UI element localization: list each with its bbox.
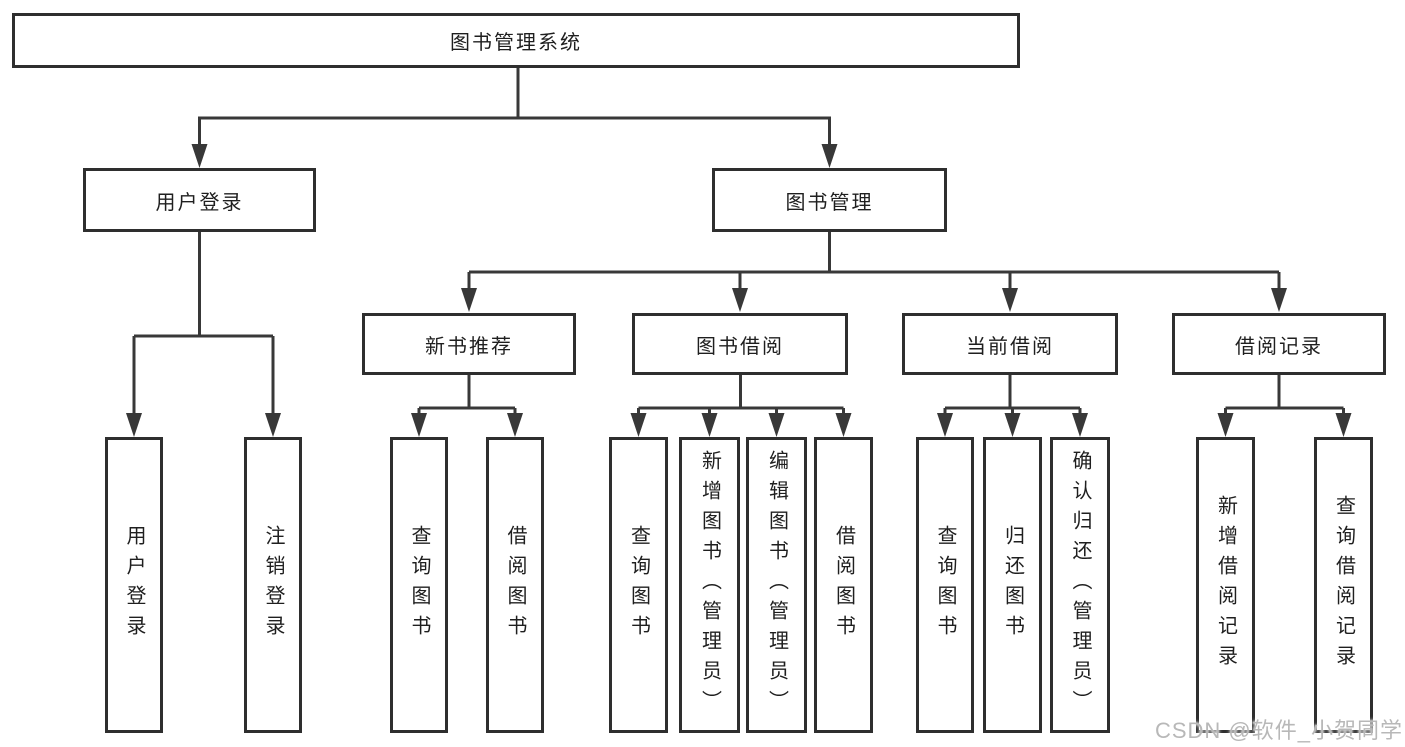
connector-borrow-records-branch <box>1217 375 1352 437</box>
leaf-borrow-books-recommend-label: 借阅图书 <box>504 525 526 645</box>
leaf-return-books-label: 归还图书 <box>1001 525 1024 645</box>
leaf-user-login-label: 用户登录 <box>123 525 145 645</box>
node-borrow-records-label: 借阅记录 <box>1235 335 1323 358</box>
leaf-add-borrow-record: 新增借阅记录 <box>1196 437 1255 733</box>
leaf-query-borrow-record-label: 查询借阅记录 <box>1332 495 1355 675</box>
leaf-user-login: 用户登录 <box>105 437 163 733</box>
leaf-query-books-borrow-label: 查询图书 <box>627 525 650 645</box>
node-new-book-recommend: 新书推荐 <box>362 313 576 375</box>
node-current-borrow: 当前借阅 <box>902 313 1118 375</box>
connector-user-login-branch <box>126 232 281 437</box>
node-book-management-label: 图书管理 <box>785 191 874 214</box>
leaf-logout-label: 注销登录 <box>262 525 284 645</box>
connector-current-borrow-branch <box>937 375 1088 437</box>
leaf-add-book-admin: 新增图书（管理员） <box>679 437 740 733</box>
leaf-confirm-return-admin: 确认归还（管理员） <box>1050 437 1110 733</box>
leaf-add-borrow-record-label: 新增借阅记录 <box>1214 495 1237 675</box>
connector-book-borrow-branch <box>630 375 852 437</box>
leaf-edit-book-admin-label: 编辑图书（管理员） <box>765 450 788 720</box>
leaf-query-books-recommend: 查询图书 <box>390 437 448 733</box>
node-current-borrow-label: 当前借阅 <box>966 335 1054 358</box>
leaf-add-book-admin-label: 新增图书（管理员） <box>698 450 721 720</box>
node-book-borrow: 图书借阅 <box>632 313 848 375</box>
leaf-return-books: 归还图书 <box>983 437 1042 733</box>
leaf-query-books-borrow: 查询图书 <box>609 437 668 733</box>
node-root: 图书管理系统 <box>12 13 1020 68</box>
node-new-book-recommend-label: 新书推荐 <box>425 335 513 358</box>
leaf-borrow-books-label: 借阅图书 <box>832 525 855 645</box>
node-root-label: 图书管理系统 <box>450 32 582 54</box>
connector-root-to-level1 <box>191 68 838 168</box>
leaf-confirm-return-admin-label: 确认归还（管理员） <box>1069 450 1091 720</box>
leaf-query-books-current: 查询图书 <box>916 437 974 733</box>
csdn-watermark: CSDN @软件_小贺同学 <box>1154 718 1403 743</box>
leaf-edit-book-admin: 编辑图书（管理员） <box>746 437 807 733</box>
leaf-borrow-books-recommend: 借阅图书 <box>486 437 544 733</box>
leaf-query-books-current-label: 查询图书 <box>934 525 956 645</box>
leaf-logout: 注销登录 <box>244 437 302 733</box>
node-book-management: 图书管理 <box>712 168 947 232</box>
leaf-borrow-books: 借阅图书 <box>814 437 873 733</box>
leaf-query-books-recommend-label: 查询图书 <box>408 525 430 645</box>
node-user-login-label: 用户登录 <box>155 191 244 214</box>
leaf-query-borrow-record: 查询借阅记录 <box>1314 437 1373 733</box>
node-book-borrow-label: 图书借阅 <box>696 335 784 358</box>
connector-book-management-branch <box>461 232 1287 312</box>
node-borrow-records: 借阅记录 <box>1172 313 1386 375</box>
connector-new-book-recommend-branch <box>411 375 523 437</box>
node-user-login: 用户登录 <box>83 168 316 232</box>
